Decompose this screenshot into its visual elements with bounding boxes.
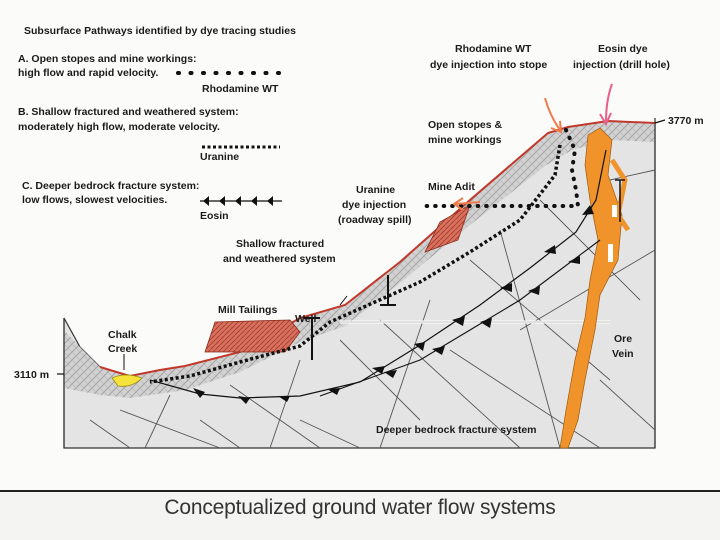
label-vein: Vein: [612, 348, 634, 360]
legend-b-line2: moderately high flow, moderate velocity.: [18, 121, 220, 133]
legend-c-symbol: [200, 196, 282, 206]
label-well: Well: [295, 313, 316, 325]
label-uranine-2: dye injection: [342, 199, 406, 211]
legend-a-line1: A. Open stopes and mine workings:: [18, 53, 197, 65]
bedrock: [63, 120, 656, 449]
label-uranine-3: (roadway spill): [338, 214, 412, 226]
legend-a-dye: Rhodamine WT: [202, 83, 279, 95]
label-elevation-bottom: 3110 m: [14, 369, 49, 381]
label-creek: Creek: [108, 343, 137, 355]
legend-c-line2: low flows, slowest velocities.: [22, 194, 167, 206]
label-shallow-2: and weathered system: [223, 253, 336, 265]
rhodamine-path: [418, 128, 581, 208]
ground-surface: [99, 119, 656, 378]
legend-b-dye: Uranine: [200, 151, 239, 163]
uranine-path: [149, 144, 562, 384]
adit-arrow-icon: [454, 201, 481, 205]
mill-tailings-pile: [204, 319, 301, 353]
label-elevation-top: 3770 m: [668, 115, 704, 127]
diagram-figure: Subsurface Pathways identified by dye tr…: [0, 25, 720, 492]
figure-caption: Conceptualized ground water flow systems: [164, 496, 556, 519]
legend-c-line1: C. Deeper bedrock fracture system:: [22, 180, 199, 192]
label-eosin-injection-1: Eosin dye: [598, 43, 648, 55]
legend-c-dye: Eosin: [200, 210, 229, 222]
label-rhodamine-injection-1: Rhodamine WT: [455, 43, 532, 55]
ore-vein: [559, 127, 623, 449]
label-shallow-1: Shallow fractured: [236, 238, 324, 250]
cross-section: [57, 83, 666, 449]
label-mill-tailings: Mill Tailings: [218, 304, 277, 316]
label-stopes-1: Open stopes &: [428, 119, 503, 131]
label-deeper-bedrock: Deeper bedrock fracture system: [376, 424, 537, 436]
label-ore: Ore: [614, 333, 632, 345]
cross-section-svg: Subsurface Pathways identified by dye tr…: [14, 25, 704, 449]
label-chalk: Chalk: [108, 329, 137, 341]
title: Subsurface Pathways identified by dye tr…: [24, 25, 296, 37]
label-eosin-injection-2: injection (drill hole): [573, 59, 670, 71]
label-uranine-1: Uranine: [356, 184, 395, 196]
label-rhodamine-injection-2: dye injection into stope: [430, 59, 547, 71]
legend-b-line1: B. Shallow fractured and weathered syste…: [18, 106, 239, 118]
label-stopes-2: mine workings: [428, 134, 502, 146]
weathered-zone: [64, 121, 655, 398]
label-mine-adit: Mine Adit: [428, 181, 475, 193]
injection-arrow-icon: [605, 83, 613, 123]
legend-a-line2: high flow and rapid velocity.: [18, 67, 158, 79]
chalk-creek: [111, 374, 143, 387]
